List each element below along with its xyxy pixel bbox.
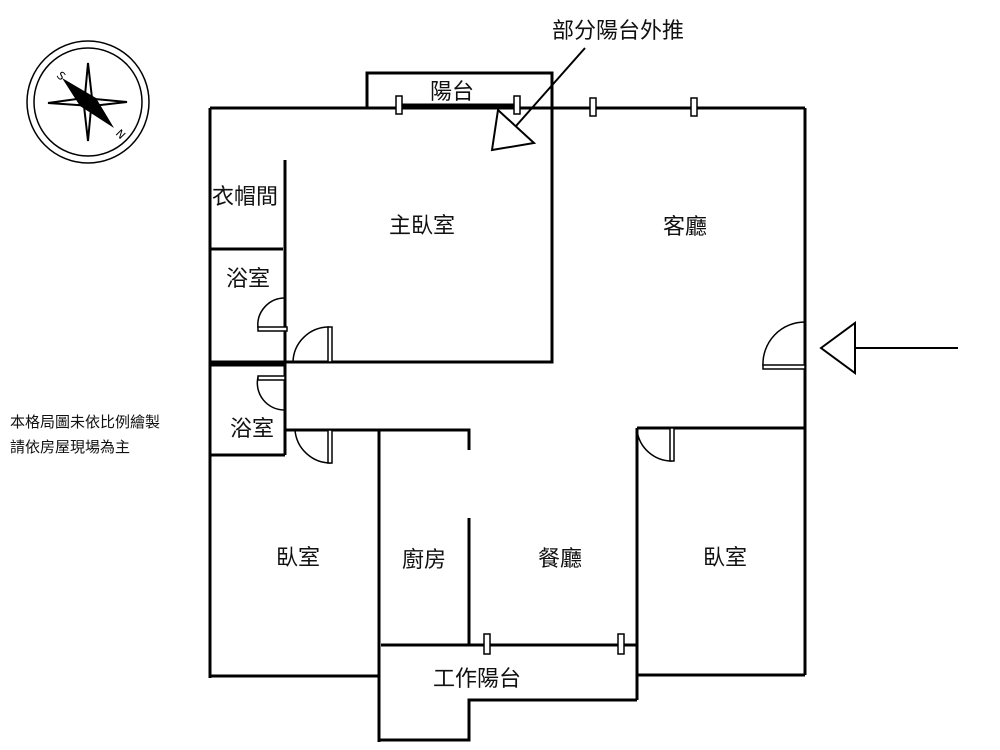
room-label-walk-in-closet: 衣帽間 <box>212 185 278 210</box>
room-label-master-bedroom: 主臥室 <box>389 214 455 239</box>
room-label-living-room: 客廳 <box>663 215 707 240</box>
room-label-bedroom-right: 臥室 <box>703 546 747 571</box>
scale-disclaimer-line-1: 本格局圖未依比例繪製 <box>10 413 160 431</box>
room-label-bedroom-left: 臥室 <box>276 546 320 571</box>
annotation-label: 部分陽台外推 <box>552 19 684 44</box>
compass-icon: S N <box>26 40 150 164</box>
annotation-arrow-icon <box>490 47 586 152</box>
room-label-kitchen: 廚房 <box>402 548 446 573</box>
room-label-dining-room: 餐廳 <box>538 547 582 572</box>
room-label-balcony: 陽台 <box>430 80 474 105</box>
room-label-utility-balcony: 工作陽台 <box>433 667 521 692</box>
doors <box>256 297 806 464</box>
walls <box>208 71 807 742</box>
entry-arrow-icon <box>819 321 958 375</box>
room-label-bathroom-1: 浴室 <box>226 267 270 292</box>
room-label-bathroom-2: 浴室 <box>230 417 274 442</box>
scale-disclaimer-line-2: 請依房屋現場為主 <box>10 438 130 456</box>
windows <box>395 95 698 655</box>
